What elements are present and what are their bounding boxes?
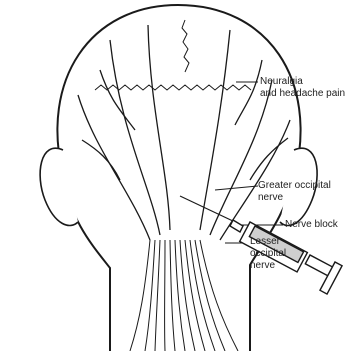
leader-lines	[215, 82, 283, 243]
lesser-occipital-nerve-label: Lesser occipital nerve	[250, 236, 286, 272]
greater-occipital-nerve-label: Greater occipital nerve	[258, 180, 331, 204]
neck-muscles	[130, 240, 238, 351]
neuralgia-label: Neuralgia and headache pain	[260, 76, 345, 100]
nerve-block-label: Nerve block	[285, 219, 338, 231]
